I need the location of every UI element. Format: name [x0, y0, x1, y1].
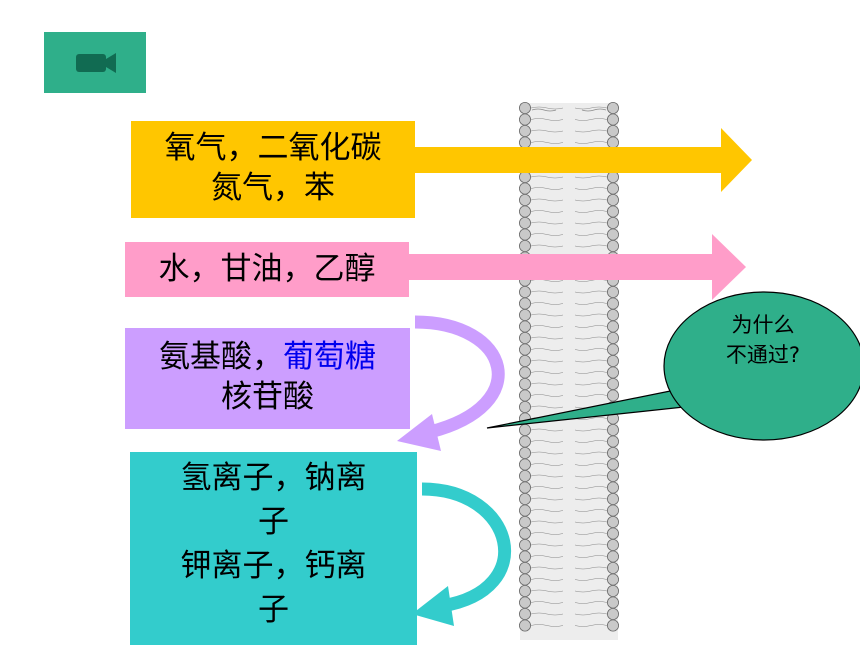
label-water-glycerol-ethanol: 水，甘油，乙醇 [125, 242, 409, 297]
video-play-button[interactable] [44, 32, 146, 93]
arrow-ions-bounce [412, 482, 512, 626]
question-bubble [486, 291, 860, 441]
ions-line-4: 子 [258, 592, 289, 628]
bubble-line-1: 为什么 [731, 313, 795, 337]
video-camera-icon [76, 53, 116, 73]
arrow-amino-bounce [397, 315, 505, 451]
bubble-line-2: 不通过? [725, 343, 801, 367]
glucose-text: 葡萄糖 [283, 339, 376, 375]
amino-line-2: 核苷酸 [221, 379, 314, 415]
label-ions: 氢离子，钠离 子 钾离子，钙离 子 [130, 452, 417, 645]
bubble-text: 为什么 不通过? [703, 310, 823, 370]
lipid-bilayer [519, 102, 620, 640]
ions-line-1: 氢离子，钠离 [180, 460, 367, 496]
water-line-1: 水，甘油，乙醇 [158, 251, 376, 287]
ions-line-2: 子 [258, 504, 289, 540]
gas-line-1: 氧气，二氧化碳 [164, 130, 382, 166]
arrow-water-through [409, 234, 746, 300]
amino-acid-text: 氨基酸， [159, 339, 283, 375]
label-amino-acids: 氨基酸，葡萄糖 核苷酸 [125, 328, 410, 429]
label-gases: 氧气，二氧化碳 氮气，苯 [131, 121, 415, 218]
arrow-gas-through [415, 128, 752, 192]
amino-line-1: 氨基酸，葡萄糖 [125, 337, 410, 377]
ions-line-3: 钾离子，钙离 [180, 548, 367, 584]
gas-line-2: 氮气，苯 [211, 170, 335, 206]
